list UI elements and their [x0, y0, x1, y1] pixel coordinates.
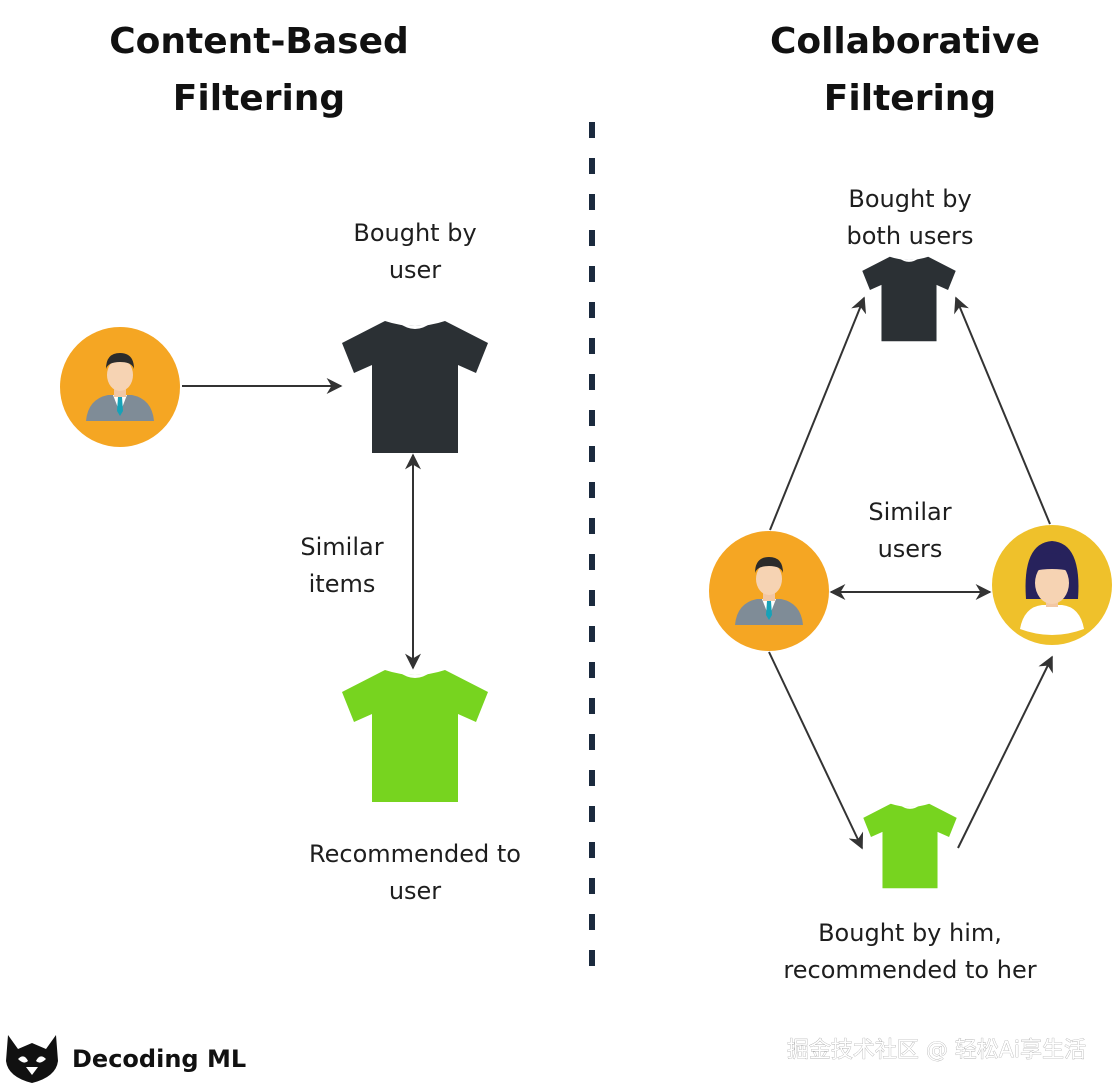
green-item-to-her-arrow [957, 655, 1053, 849]
brand-name: Decoding ML [72, 1045, 246, 1073]
similar-items-line1: Similar [300, 533, 383, 561]
bought-by-him-line2: recommended to her [783, 956, 1036, 984]
bought-by-him-line1: Bought by him, [818, 919, 1002, 947]
dark-tshirt-icon-shared [862, 256, 956, 342]
bought-by-user-line1: Bought by [353, 219, 476, 247]
him-to-shared-item-arrow [769, 296, 867, 531]
bought-by-both-line1: Bought by [848, 185, 971, 213]
left-title-line1: Content-Based [109, 21, 409, 62]
male-user-icon [60, 327, 180, 447]
recommended-to-user-line1: Recommended to [309, 840, 521, 868]
watermark-text: 掘金技术社区 @ 轻松Ai享生活 [787, 1038, 1086, 1063]
dark-tshirt-icon [342, 321, 488, 453]
bought-by-user-line2: user [389, 256, 441, 284]
left-title-line2: Filtering [173, 78, 345, 119]
recommended-to-user-line2: user [389, 877, 441, 905]
similar-users-line1: Similar [868, 498, 951, 526]
husky-logo-icon [6, 1035, 58, 1083]
green-tshirt-icon-collab [863, 803, 957, 889]
right-title-line1: Collaborative [770, 21, 1040, 62]
green-tshirt-icon [342, 670, 488, 802]
him-to-green-item-arrow [768, 651, 864, 850]
similar-items-line2: items [309, 570, 376, 598]
right-title-line2: Filtering [824, 78, 996, 119]
male-user-icon-collab [709, 531, 829, 651]
similar-users-line2: users [878, 535, 943, 563]
female-user-icon [992, 525, 1112, 645]
her-to-shared-item-arrow [954, 296, 1051, 525]
bought-by-both-line2: both users [846, 222, 973, 250]
